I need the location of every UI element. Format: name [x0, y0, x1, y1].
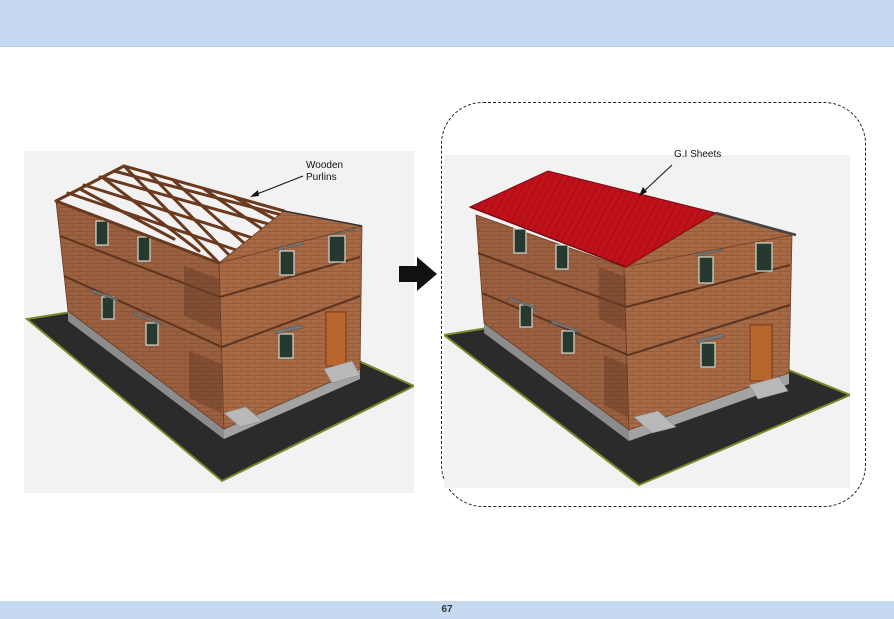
page-number: 67 [0, 601, 894, 619]
header-band [0, 0, 894, 47]
door [326, 312, 346, 366]
right-arrow-icon [399, 257, 437, 291]
house-with-gi-sheets-illustration [444, 155, 850, 488]
house-with-wooden-purlins-illustration [24, 151, 414, 493]
wooden-purlins-label: Wooden Purlins [306, 160, 366, 184]
footer-band: 67 [0, 601, 894, 619]
door [750, 325, 772, 381]
gi-sheets-label: G.I Sheets [674, 149, 754, 161]
house-gi-roof-drawing [444, 155, 850, 488]
house-purlins-drawing [24, 151, 414, 493]
